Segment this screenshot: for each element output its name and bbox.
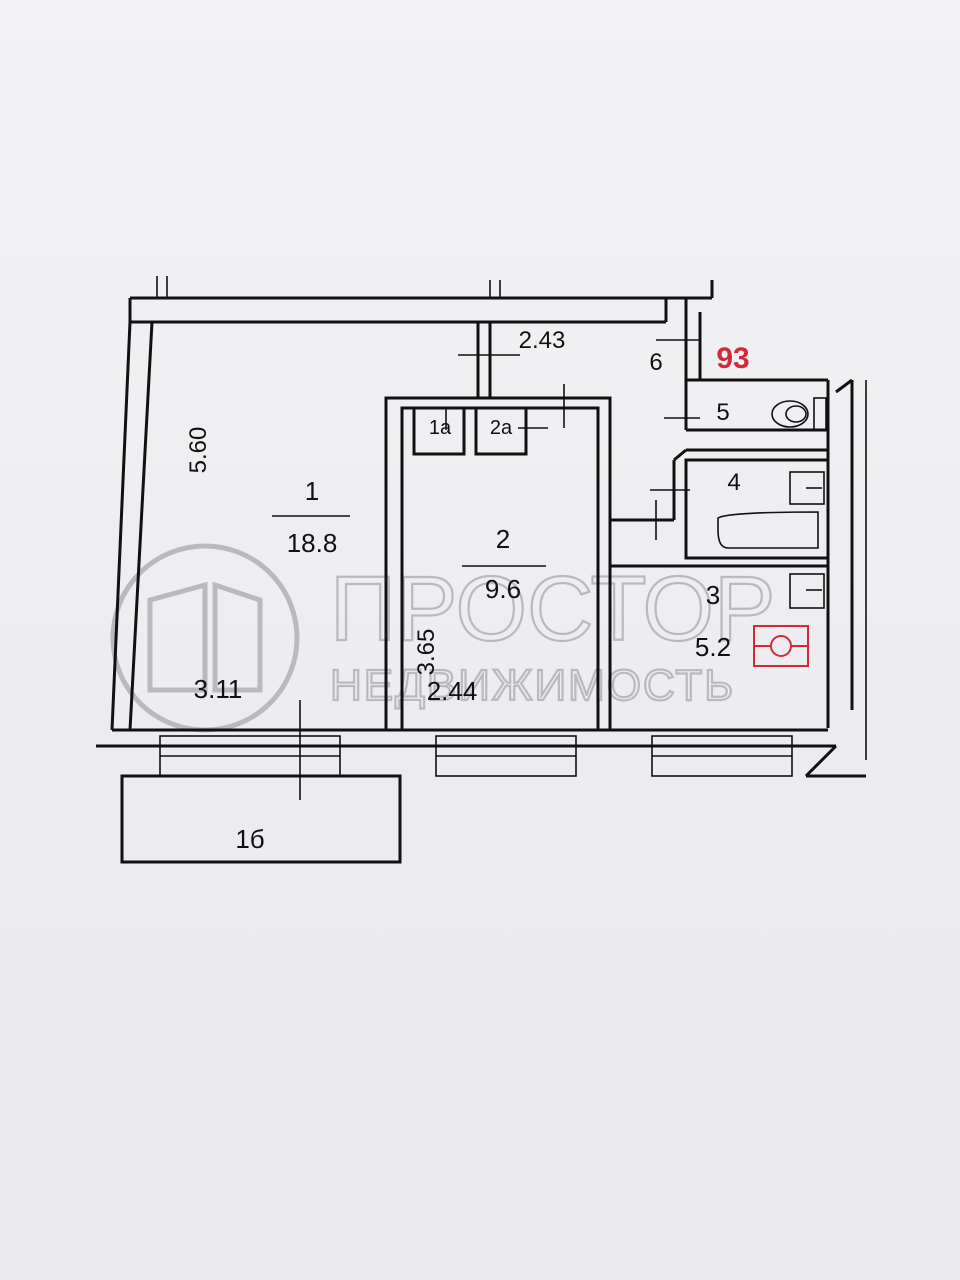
door-marks	[299, 339, 700, 800]
room-1-number: 1	[305, 476, 319, 506]
watermark: ПРОСТОР НЕДВИЖИМОСТЬ	[110, 543, 777, 733]
room-2-number: 2	[496, 524, 510, 554]
stove-icon	[753, 625, 809, 667]
room-1b-label: 1б	[235, 824, 264, 854]
watermark-line2: НЕДВИЖИМОСТЬ	[330, 661, 735, 710]
room-1a-label: 1а	[429, 417, 452, 439]
fixtures	[717, 397, 827, 667]
watermark-logo-mark	[147, 581, 263, 693]
sink-icon	[789, 471, 825, 505]
dimension-room2-width: 2.44	[427, 676, 478, 706]
bathtub-icon	[717, 511, 819, 549]
watermark-line1: ПРОСТОР	[330, 558, 775, 660]
room-5-number: 5	[716, 399, 729, 426]
room-1-area: 18.8	[287, 528, 338, 558]
labels: 1 18.8 2 9.6 3 5.2 4 5 6 1а 2а 1б 93 2.4…	[185, 327, 750, 854]
kitchen-sink-icon	[789, 573, 825, 609]
dimension-room1-length: 5.60	[185, 427, 212, 474]
bathroom	[684, 458, 830, 560]
balcony-1b	[120, 774, 402, 864]
closet-1a	[412, 406, 466, 456]
closet-2a	[474, 406, 528, 456]
dimension-corridor-width: 2.43	[519, 327, 566, 354]
toilet-icon	[771, 400, 809, 428]
room-4-number: 4	[727, 469, 740, 496]
dimension-room1-width: 3.11	[194, 674, 243, 704]
room-3-number: 3	[706, 580, 720, 610]
apartment-number: 93	[716, 342, 749, 375]
room-2a-label: 2а	[490, 417, 513, 439]
room-6-number: 6	[649, 349, 662, 376]
walls	[96, 276, 867, 864]
dimension-room2-length: 3.65	[413, 629, 440, 676]
room-3-area: 5.2	[695, 632, 731, 662]
room-2-area: 9.6	[485, 574, 521, 604]
